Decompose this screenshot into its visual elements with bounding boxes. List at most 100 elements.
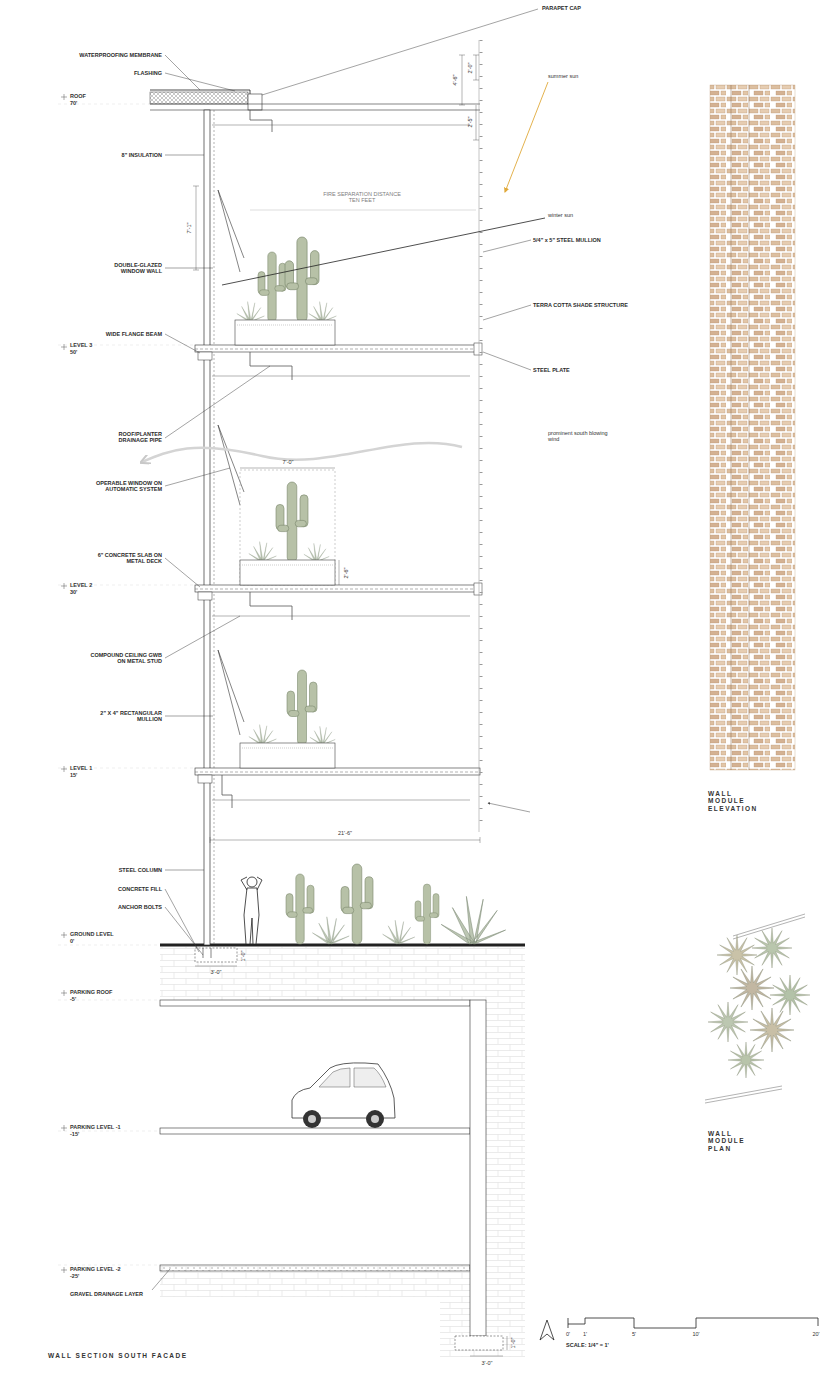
- dimension-line: [339, 560, 340, 585]
- callout-label: OPERABLE WINDOW ON AUTOMATIC SYSTEM: [88, 480, 162, 493]
- ceiling-line: [212, 376, 470, 377]
- leader-line: [483, 305, 531, 320]
- level-label: 50': [70, 349, 77, 355]
- callout-label: STEEL COLUMN: [119, 867, 162, 873]
- level-label: LEVEL 1: [70, 765, 92, 771]
- concrete-slab: [195, 345, 480, 352]
- dimension-line: [473, 55, 479, 80]
- wind-arrow: [142, 443, 462, 462]
- car-window: [319, 1068, 386, 1087]
- ground-plants: [286, 864, 506, 944]
- car-illustration: [292, 1063, 395, 1128]
- plan-agave: [770, 975, 810, 1015]
- annotation-label: prominent south blowing wind: [548, 430, 620, 443]
- dimension-label: 1'-0": [240, 951, 246, 962]
- parking-roof-slab: [160, 1000, 470, 1006]
- level-label: 15': [70, 772, 77, 778]
- leader-line: [165, 366, 270, 438]
- callout-label: 6" CONCRETE SLAB ON METAL DECK: [88, 552, 162, 565]
- drainage-pipe: [250, 352, 292, 380]
- dimension-line: [470, 1356, 503, 1357]
- plan-agave: [730, 966, 774, 1010]
- fire-separation-line: [250, 210, 476, 211]
- plan-agave: [717, 935, 757, 975]
- dimension-line: [193, 186, 199, 270]
- agave: [310, 726, 335, 745]
- planter-soil: [242, 565, 333, 566]
- leader-line: [165, 268, 213, 269]
- leader-line: [165, 907, 203, 955]
- dimension-line: [507, 1336, 508, 1350]
- level-marker: [61, 583, 67, 589]
- person-head: [247, 877, 257, 887]
- callout-label: TERRA COTTA SHADE STRUCTURE: [533, 302, 628, 308]
- level-label: LEVEL 2: [70, 582, 92, 588]
- parapet-cap: [248, 94, 262, 110]
- steel-plate: [474, 583, 482, 595]
- level-marker: [61, 344, 67, 350]
- dimension-label: 10': [692, 1331, 699, 1337]
- level-marker: [61, 766, 67, 772]
- annotation-label: FIRE SEPARATION DISTANCE TEN FEET: [320, 191, 404, 204]
- dimension-line: [473, 105, 479, 140]
- dimension-label: 20': [812, 1331, 819, 1337]
- leader-line: [165, 468, 230, 486]
- wall-module-plan: [705, 914, 810, 1103]
- cactus: [258, 252, 286, 322]
- level-label: 0': [70, 938, 74, 944]
- dimension-label: 1': [583, 1331, 587, 1337]
- window-wall: [214, 110, 215, 945]
- roof-line: [150, 104, 480, 105]
- level-label: -25': [70, 1273, 79, 1279]
- ground-line: [160, 944, 525, 947]
- callout-label: CONCRETE FILL: [118, 886, 162, 892]
- level-label: PARKING LEVEL -2: [70, 1266, 121, 1272]
- planter-zone: [240, 470, 335, 585]
- callout-label: ANCHOR BOLTS: [118, 904, 162, 910]
- cactus: [287, 670, 317, 745]
- elevation-mullion: [731, 85, 732, 770]
- cactus: [286, 874, 314, 944]
- operable-window: [218, 650, 244, 735]
- metal-deck: [195, 589, 480, 590]
- plan-agave: [752, 928, 792, 968]
- plan-agave: [708, 1002, 748, 1042]
- plan-wall: [733, 914, 805, 939]
- leader-line: [483, 352, 531, 370]
- agave: [312, 917, 349, 944]
- plan-wall: [705, 1086, 782, 1103]
- dimension-label: 2'-5": [467, 117, 473, 128]
- plan-agave: [750, 1008, 794, 1052]
- callout-label: GRAVEL DRAINAGE LAYER: [70, 1291, 143, 1297]
- car-wheel: [303, 1110, 321, 1128]
- floor-slabs: [195, 343, 482, 808]
- level-marker: [61, 1125, 67, 1131]
- level-label: 70': [70, 100, 77, 106]
- parking-void: [160, 1000, 470, 1265]
- level-label: ROOF: [70, 93, 86, 99]
- callout-label: DOUBLE-GLAZED WINDOW WALL: [102, 262, 162, 275]
- level-label: PARKING LEVEL -1: [70, 1124, 121, 1130]
- concrete-slab: [195, 585, 480, 592]
- dimension-label: 5': [632, 1331, 636, 1337]
- operable-windows: [218, 190, 244, 735]
- planter-soil: [237, 325, 333, 326]
- dimensions: [193, 55, 480, 843]
- level-label: GROUND LEVEL: [70, 931, 114, 937]
- agave: [304, 543, 329, 562]
- leader-lines: [152, 9, 538, 1290]
- level-marker: [61, 932, 67, 938]
- cactus: [285, 237, 319, 322]
- metal-deck: [195, 772, 480, 773]
- callout-label: WATERPROOFING MEMBRANE: [79, 52, 162, 58]
- dimension-label: 2'-6": [343, 568, 349, 579]
- agave: [249, 725, 277, 745]
- steel-plate: [474, 343, 482, 355]
- roof-line: [150, 110, 480, 111]
- dimension-label: 1'-0": [510, 1338, 516, 1349]
- retaining-wall: [470, 1000, 486, 1336]
- car-wheel: [308, 1115, 316, 1123]
- drawing-heading: WALL MODULE PLAN: [708, 1130, 772, 1152]
